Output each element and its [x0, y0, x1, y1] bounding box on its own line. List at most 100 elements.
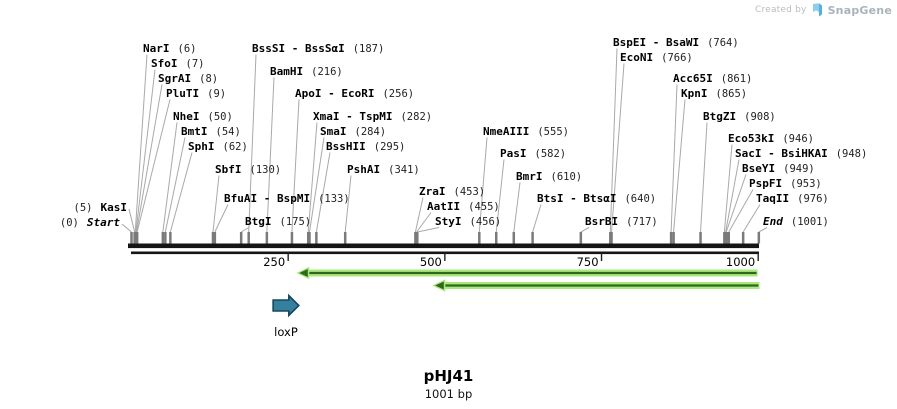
enzyme-label: BssHII(295) [326, 140, 405, 153]
site-tick [579, 232, 583, 244]
enzyme-label: ApoI - EcoRI(256) [295, 87, 414, 100]
leader-line [164, 137, 186, 233]
site-tick [161, 232, 165, 244]
leader-line [728, 189, 754, 233]
title-block: pHJ41 1001 bp [0, 368, 897, 401]
site-tick [306, 232, 310, 244]
site-tick [494, 232, 498, 244]
enzyme-label: BspEI - BsaWI(764) [613, 36, 739, 49]
primer-arrowhead-inner [435, 281, 444, 290]
leader-line [136, 99, 171, 233]
ruler-tick-label: 750 [577, 255, 599, 269]
enzyme-label: BmtI(54) [181, 125, 241, 138]
leader-line [128, 208, 136, 233]
site-tick [727, 232, 730, 244]
leader-line [414, 197, 424, 233]
enzyme-label: SfoI(7) [151, 57, 204, 70]
enzyme-label: BtgI(175) [245, 215, 311, 228]
leader-line [240, 227, 250, 233]
site-tick [478, 232, 481, 244]
enzyme-label: SmaI(284) [320, 125, 386, 138]
leader-line [315, 152, 331, 233]
enzyme-label: SacI - BsiHKAI(948) [735, 147, 867, 160]
leader-line [758, 227, 768, 233]
leader-line [580, 227, 590, 233]
leader-line [513, 182, 521, 233]
enzyme-label: BfuAI - BspMI(133) [224, 192, 350, 205]
leader-line [169, 152, 193, 233]
feature-label: loxP [274, 325, 298, 339]
enzyme-label: BsrBI(717) [585, 215, 658, 228]
features: loxP [272, 293, 300, 339]
snapgene-brand-text: SnapGene [827, 3, 892, 17]
snapgene-logo-icon [812, 3, 823, 17]
site-tick [290, 232, 294, 244]
site-tick [531, 232, 534, 244]
leader-line [307, 122, 318, 233]
enzyme-label: ZraI(453) [419, 185, 485, 198]
site-tick [741, 232, 745, 244]
enzyme-label: SphI(62) [188, 140, 248, 153]
site-tick [609, 232, 612, 244]
leader-line [266, 77, 275, 233]
enzyme-label: StyI(456) [435, 215, 501, 228]
site-tick [343, 232, 347, 244]
enzyme-label: BtsI - BtsαI(640) [537, 192, 656, 205]
site-ticks [130, 232, 761, 244]
site-tick [724, 232, 728, 244]
site-tick [414, 232, 417, 244]
leader-line [609, 48, 618, 233]
site-tick [239, 232, 243, 244]
created-by-text: Created by [755, 5, 807, 15]
site-tick [164, 232, 167, 244]
ruler-tick-label: 1000 [726, 255, 755, 269]
enzyme-label: NarI(6) [143, 42, 196, 55]
enzyme-label: AatII(455) [427, 200, 500, 213]
leader-line [725, 159, 740, 233]
enzyme-label: KpnI(865) [681, 87, 747, 100]
site-tick [315, 232, 318, 244]
enzyme-label: TaqII(976) [756, 192, 829, 205]
leader-line [725, 174, 747, 233]
leader-line [723, 144, 733, 233]
leader-line [162, 122, 178, 233]
leader-line [212, 175, 220, 233]
site-tick [308, 232, 311, 244]
site-tick [265, 232, 269, 244]
leader-line [670, 84, 678, 233]
leader-line [135, 69, 156, 233]
snapgene-watermark: Created by SnapGene [755, 3, 892, 17]
enzyme-label: PshAI(341) [347, 163, 420, 176]
ruler-bar-top [128, 243, 759, 249]
enzyme-label: SbfI(130) [215, 163, 281, 176]
enzyme-label: BmrI(610) [516, 170, 582, 183]
enzyme-label: NmeAIII(555) [483, 125, 569, 138]
site-tick [669, 232, 673, 244]
ruler-tick-label: 250 [263, 255, 285, 269]
leader-line [611, 63, 625, 233]
site-tick [416, 232, 419, 244]
enzyme-labels: (0)Start(5)KasINarI(6)SfoI(7)SgrAI(8)Plu… [60, 36, 867, 229]
ruler-bar-bottom [131, 251, 759, 255]
leader-line [495, 159, 505, 233]
enzyme-label: BssSI - BssSαI(187) [252, 42, 384, 55]
feature-arrow-loxp [272, 293, 300, 318]
site-tick [723, 232, 726, 244]
leader-line [136, 84, 163, 233]
leader-line [742, 204, 761, 233]
leader-line [248, 54, 257, 233]
leader-line [121, 223, 132, 233]
leader-line [214, 204, 229, 233]
site-tick [610, 232, 613, 244]
enzyme-label: BamHI(216) [270, 65, 343, 78]
site-tick [211, 232, 215, 244]
site-tick [130, 232, 133, 244]
leader-line [416, 212, 432, 233]
site-tick [757, 232, 761, 244]
enzyme-label: Eco53kI(946) [728, 132, 814, 145]
enzyme-label: PluTI(9) [166, 87, 226, 100]
site-tick [512, 232, 516, 244]
site-tick [672, 232, 675, 244]
